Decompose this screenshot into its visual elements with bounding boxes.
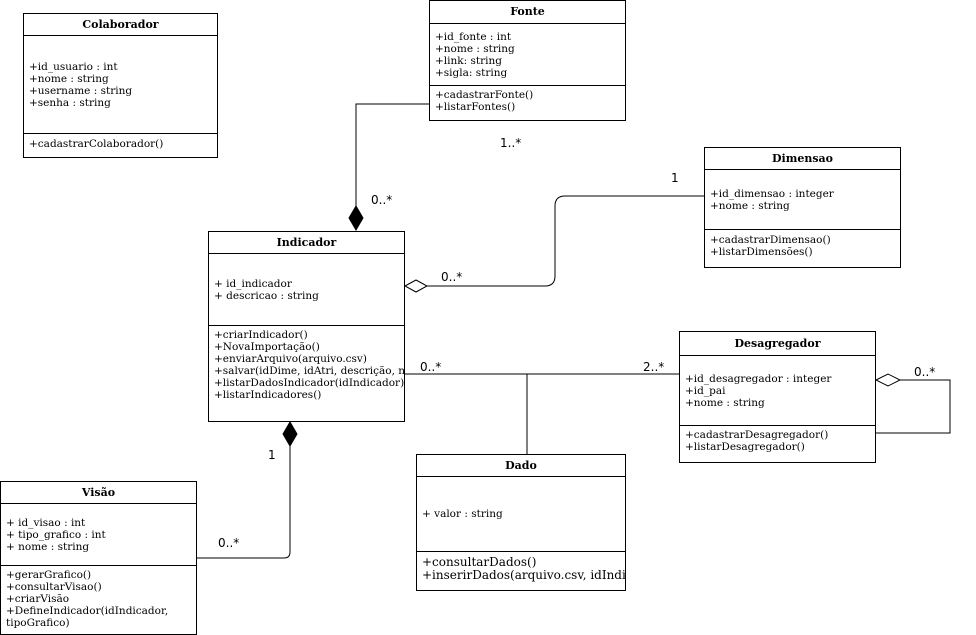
class-dado[interactable]: Dado + valor : string +consultarDados() … <box>416 454 626 591</box>
indicador-visao-association[interactable] <box>197 446 291 559</box>
attribute: +id_desagregador : integer <box>685 372 832 385</box>
attribute: +nome : string <box>435 42 515 55</box>
attributes-section: +id_usuario : int +nome : string +userna… <box>24 36 217 134</box>
multiplicity-indicador-desagregador: 0..* <box>420 360 442 374</box>
class-visao[interactable]: Visão + id_visao : int + tipo_grafico : … <box>0 481 197 635</box>
class-desagregador[interactable]: Desagregador +id_desagregador : integer … <box>679 331 876 463</box>
operation: +criarIndicador() <box>214 329 308 341</box>
operation: +cadastrarDimensao() <box>710 234 831 246</box>
multiplicity-fonte: 1..* <box>500 136 522 150</box>
attribute: +nome : string <box>710 199 790 212</box>
operation: +salvar(idDime, idAtri, descrição, n <box>214 365 404 377</box>
class-title: Colaborador <box>24 14 217 36</box>
operation: +enviarArquivo(arquivo.csv) <box>214 353 367 365</box>
operations-section: +cadastrarColaborador() <box>24 134 217 150</box>
composition-diamond-fonte-indicador <box>348 205 364 231</box>
attribute: +id_usuario : int <box>29 60 118 73</box>
attribute: +id_pai <box>685 384 726 397</box>
attributes-section: +id_fonte : int +nome : string +link: st… <box>430 24 625 86</box>
operations-section: +consultarDados() +inserirDados(arquivo.… <box>417 552 625 582</box>
attribute: + id_indicador <box>214 277 292 290</box>
operation: +DefineIndicador(idIndicador, <box>6 605 169 617</box>
operations-section: +cadastrarFonte() +listarFontes() <box>430 86 625 113</box>
class-title: Visão <box>1 482 196 504</box>
multiplicity-indicador-fonte: 0..* <box>371 193 393 207</box>
attribute: +nome : string <box>29 72 109 85</box>
fonte-indicador-association[interactable] <box>355 103 429 206</box>
operation: +listarIndicadores() <box>214 389 322 401</box>
desagregador-self-association[interactable] <box>876 379 951 434</box>
operation: +criarVisão <box>6 593 70 605</box>
operation: +cadastrarColaborador() <box>29 138 164 150</box>
multiplicity-indicador-visao: 1 <box>268 448 276 462</box>
class-title: Fonte <box>430 1 625 24</box>
attribute: +link: string <box>435 54 502 67</box>
operations-section: +cadastrarDesagregador() +listarDesagreg… <box>680 426 875 453</box>
class-dimensao[interactable]: Dimensao +id_dimensao : integer +nome : … <box>704 147 901 268</box>
attribute: +senha : string <box>29 96 111 109</box>
operation: +listarFontes() <box>435 101 516 113</box>
attributes-section: +id_dimensao : integer +nome : string <box>705 170 900 230</box>
multiplicity-visao: 0..* <box>218 536 240 550</box>
attribute: +nome : string <box>685 396 765 409</box>
dimensao-indicador-association[interactable] <box>427 195 705 287</box>
attribute: +sigla: string <box>435 66 508 79</box>
multiplicity-desagregador: 2..* <box>643 360 665 374</box>
class-colaborador[interactable]: Colaborador +id_usuario : int +nome : st… <box>23 13 218 158</box>
attributes-section: + valor : string <box>417 477 625 552</box>
operation: +listarDadosIndicador(idIndicador) <box>214 377 404 389</box>
composition-diamond-indicador-visao <box>282 421 298 447</box>
attribute: + valor : string <box>422 508 503 520</box>
attribute: + nome : string <box>6 540 90 553</box>
operation: +listarDesagregador() <box>685 441 805 453</box>
operations-section: +cadastrarDimensao() +listarDimensões() <box>705 230 900 258</box>
multiplicity-desagregador-self: 0..* <box>914 365 936 379</box>
operation: +gerarGrafico() <box>6 569 92 581</box>
operations-section: +criarIndicador() +NovaImportação() +env… <box>209 326 404 401</box>
class-title: Dimensao <box>705 148 900 170</box>
attribute: +username : string <box>29 84 133 97</box>
aggregation-diamond-dimensao-indicador <box>403 279 429 293</box>
attribute: + id_visao : int <box>6 516 86 529</box>
aggregation-diamond-desagregador-self <box>874 373 902 387</box>
operation: +consultarVisao() <box>6 581 102 593</box>
operation: +listarDimensões() <box>710 246 813 258</box>
attributes-section: +id_desagregador : integer +id_pai +nome… <box>680 356 875 426</box>
class-title: Desagregador <box>680 332 875 356</box>
attribute: +id_fonte : int <box>435 30 512 43</box>
operation: +consultarDados() <box>422 555 537 569</box>
attributes-section: + id_visao : int + tipo_grafico : int + … <box>1 504 196 566</box>
operation: +cadastrarFonte() <box>435 89 534 101</box>
operation: tipoGrafico) <box>6 617 70 629</box>
class-indicador[interactable]: Indicador + id_indicador + descricao : s… <box>208 231 405 422</box>
operation: +inserirDados(arquivo.csv, idIndica <box>422 568 625 582</box>
class-title: Dado <box>417 455 625 477</box>
multiplicity-dimensao: 1 <box>671 171 679 185</box>
multiplicity-indicador-dimensao: 0..* <box>441 270 463 284</box>
operation: +NovaImportação() <box>214 341 320 353</box>
attribute: +id_dimensao : integer <box>710 187 834 200</box>
class-fonte[interactable]: Fonte +id_fonte : int +nome : string +li… <box>429 0 626 121</box>
operations-section: +gerarGrafico() +consultarVisao() +criar… <box>1 566 196 629</box>
attribute: + tipo_grafico : int <box>6 528 106 541</box>
attribute: + descricao : string <box>214 289 319 302</box>
class-title: Indicador <box>209 232 404 254</box>
operation: +cadastrarDesagregador() <box>685 429 829 441</box>
attributes-section: + id_indicador + descricao : string <box>209 254 404 326</box>
